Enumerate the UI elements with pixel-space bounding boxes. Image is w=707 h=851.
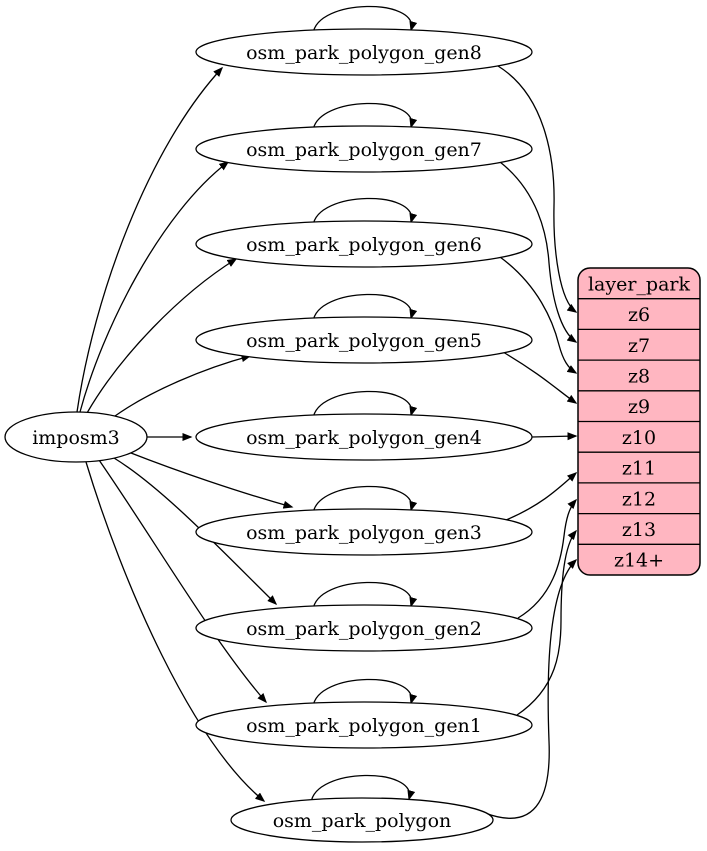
table-row-z10: z10	[622, 427, 656, 449]
edge-osm_park_polygon_gen5-to-layer_park.z9	[502, 351, 578, 404]
node-osm_park_polygon_gen6: osm_park_polygon_gen6	[195, 220, 533, 268]
node-ellipse	[195, 125, 533, 173]
node-ellipse	[195, 28, 533, 76]
edge-imposm3-to-osm_park_polygon_gen8	[76, 66, 224, 413]
node-osm_park_polygon_gen7: osm_park_polygon_gen7	[195, 125, 533, 173]
node-ellipse	[195, 701, 533, 749]
table-layer_park: layer_park z6 z7 z8 z9 z10 z11 z12 z13 z14+	[577, 267, 701, 576]
node-osm_park_polygon: osm_park_polygon	[230, 797, 494, 843]
table-row-z11: z11	[622, 458, 656, 480]
edge-osm_park_polygon_gen8-to-layer_park.z6	[497, 65, 578, 313]
edge-osm_park_polygon_gen7-to-layer_park.z7	[499, 161, 578, 343]
node-imposm3: imposm3	[4, 411, 148, 463]
edge-osm_park_polygon_gen4-to-layer_park.z10	[531, 432, 578, 441]
node-label: osm_park_polygon_gen2	[246, 618, 482, 640]
node-ellipse	[195, 604, 533, 652]
node-ellipse	[195, 316, 533, 364]
edge-osm_park_polygon_gen2-to-layer_park.z12	[517, 498, 577, 619]
self-loop-edge-osm_park_polygon_gen8	[312, 5, 418, 35]
self-loop-edge-osm_park_polygon_gen2	[312, 581, 418, 611]
table-row-z9: z9	[628, 396, 650, 418]
edge-osm_park_polygon-to-layer_park.z14+	[484, 558, 578, 819]
edge-imposm3-to-osm_park_polygon_gen6	[86, 258, 238, 414]
table-row-z13: z13	[622, 519, 656, 541]
node-ellipse	[230, 797, 494, 843]
edge-osm_park_polygon_gen1-to-layer_park.z13	[516, 529, 577, 716]
node-label: osm_park_polygon_gen5	[246, 330, 482, 352]
node-osm_park_polygon_gen3: osm_park_polygon_gen3	[195, 508, 533, 556]
self-loop-edge-osm_park_polygon_gen3	[312, 485, 418, 515]
node-label: osm_park_polygon_gen1	[246, 715, 482, 737]
node-osm_park_polygon_gen5: osm_park_polygon_gen5	[195, 316, 533, 364]
node-label: osm_park_polygon_gen7	[246, 139, 482, 161]
node-osm_park_polygon_gen2: osm_park_polygon_gen2	[195, 604, 533, 652]
self-loop-edge-osm_park_polygon_gen7	[312, 102, 418, 132]
node-ellipse	[195, 508, 533, 556]
edges	[76, 5, 578, 819]
edge-imposm3-to-osm_park_polygon_gen1	[98, 459, 267, 704]
edge-osm_park_polygon_gen3-to-layer_park.z11	[505, 472, 578, 521]
edge-imposm3-to-osm_park_polygon_gen5	[114, 354, 252, 417]
node-label: imposm3	[32, 427, 120, 449]
edge-imposm3-to-osm_park_polygon_gen2	[113, 457, 278, 606]
node-label: osm_park_polygon_gen6	[246, 234, 482, 256]
node-osm_park_polygon_gen4: osm_park_polygon_gen4	[195, 413, 533, 461]
edge-osm_park_polygon_gen6-to-layer_park.z8	[499, 256, 578, 374]
node-label: osm_park_polygon_gen3	[246, 522, 482, 544]
self-loop-edge-osm_park_polygon_gen6	[312, 197, 418, 227]
edge-imposm3-to-osm_park_polygon	[85, 461, 266, 802]
node-label: osm_park_polygon_gen4	[246, 427, 482, 449]
edge-imposm3-to-osm_park_polygon_gen3	[130, 452, 294, 509]
table-row-z12: z12	[622, 488, 656, 510]
self-loop-edge-osm_park_polygon_gen5	[312, 293, 418, 323]
table-row-z6: z6	[628, 304, 650, 326]
node-label: osm_park_polygon_gen8	[246, 42, 482, 64]
node-osm_park_polygon_gen1: osm_park_polygon_gen1	[195, 701, 533, 749]
self-loop-edge-osm_park_polygon_gen1	[312, 678, 418, 708]
node-ellipse	[195, 220, 533, 268]
node-ellipse	[4, 411, 148, 463]
table-title: layer_park	[588, 273, 691, 295]
node-osm_park_polygon_gen8: osm_park_polygon_gen8	[195, 28, 533, 76]
edge-imposm3-to-osm_park_polygon_gen7	[79, 161, 230, 413]
node-ellipse	[195, 413, 533, 461]
table-row-z14+: z14+	[614, 550, 664, 572]
node-label: osm_park_polygon	[273, 810, 452, 832]
table-row-z8: z8	[628, 365, 650, 387]
self-loop-edge-osm_park_polygon	[310, 774, 416, 804]
self-loop-edge-osm_park_polygon_gen4	[312, 390, 418, 420]
table-row-z7: z7	[628, 335, 650, 357]
